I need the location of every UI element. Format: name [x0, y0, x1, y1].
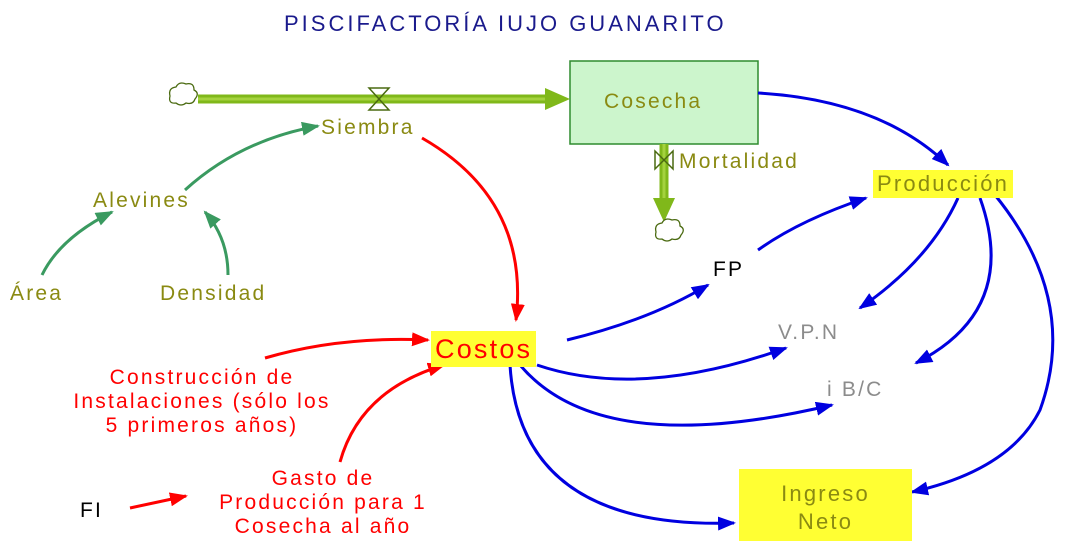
- cloud-icon: [168, 82, 198, 106]
- node-alevines[interactable]: Alevines: [93, 189, 190, 212]
- link-fp-produccion: [757, 196, 868, 252]
- node-cosecha[interactable]: Cosecha: [604, 90, 703, 113]
- ingreso-neto-line1: Ingreso: [781, 481, 870, 506]
- cosecha-stock[interactable]: [569, 60, 759, 145]
- gasto-line1: Gasto de: [271, 467, 375, 490]
- valve-icon: [654, 149, 674, 171]
- gasto-line3: Cosecha al año: [234, 515, 412, 538]
- ingreso-neto-line2: Neto: [797, 509, 854, 534]
- construccion-line1: Construcción de: [109, 366, 295, 389]
- link-densidad-alevines: [203, 210, 230, 276]
- construccion-line2: Instalaciones (sólo los: [73, 390, 331, 413]
- node-produccion[interactable]: Producción: [873, 170, 1014, 198]
- node-area[interactable]: Área: [10, 282, 64, 305]
- link-gasto-costos: [338, 362, 446, 463]
- node-ingreso-neto[interactable]: [739, 469, 912, 541]
- valve-icon: [367, 87, 391, 111]
- node-fp[interactable]: FP: [713, 258, 745, 281]
- mortalidad-flow-pipe: [653, 144, 675, 222]
- link-costos-vpn: [536, 346, 788, 381]
- link-cosecha-produccion: [757, 91, 950, 167]
- link-produccion-ibc: [914, 197, 993, 365]
- node-siembra[interactable]: Siembra: [321, 116, 415, 139]
- link-costos-fp: [566, 283, 710, 342]
- gasto-line2: Producción para 1: [219, 491, 427, 514]
- node-ibc[interactable]: i B/C: [827, 378, 884, 401]
- link-produccion-ingreso: [910, 194, 1055, 496]
- node-mortalidad[interactable]: Mortalidad: [679, 150, 800, 173]
- siembra-flow-pipe: [198, 88, 570, 110]
- node-fi[interactable]: FI: [80, 499, 104, 522]
- link-construccion-costos: [264, 332, 430, 360]
- link-costos-ibc: [518, 364, 834, 427]
- link-costos-ingreso: [508, 364, 736, 531]
- diagram-title: PISCIFACTORÍA IUJO GUANARITO: [284, 11, 727, 36]
- link-area-alevines: [40, 210, 114, 276]
- node-costos[interactable]: Costos: [431, 331, 537, 367]
- construccion-line3: 5 primeros años): [105, 414, 299, 437]
- link-alevines-siembra: [183, 121, 320, 192]
- node-vpn[interactable]: V.P.N: [778, 321, 840, 344]
- link-produccion-vpn: [858, 197, 960, 310]
- link-fi-gasto: [129, 492, 188, 510]
- link-siembra-costos: [421, 136, 525, 322]
- node-densidad[interactable]: Densidad: [160, 282, 267, 305]
- cloud-icon: [654, 218, 684, 242]
